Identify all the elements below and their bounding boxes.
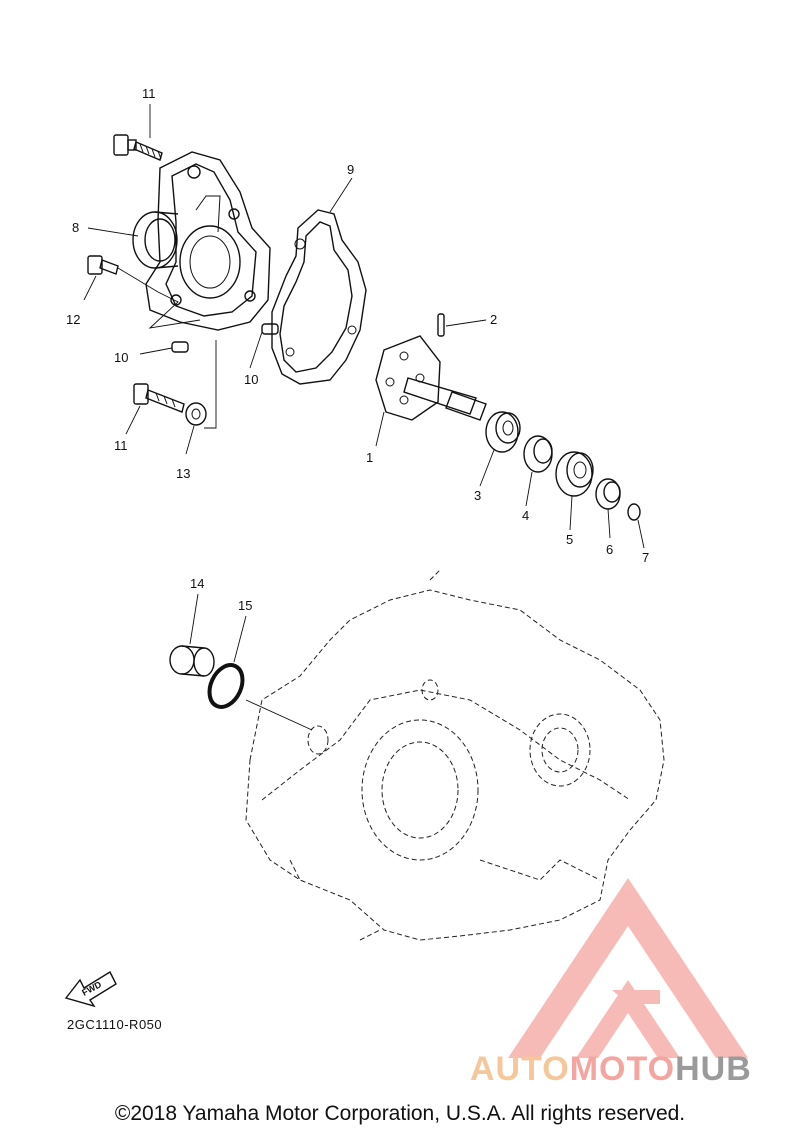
watermark-part-3: HUB [675, 1050, 752, 1088]
callout-15: 15 [238, 598, 252, 613]
callout-10-b: 10 [244, 372, 258, 387]
seal-8 [132, 211, 179, 269]
callout-10-a: 10 [114, 350, 128, 365]
callout-13: 13 [176, 466, 190, 481]
seal-4 [523, 435, 553, 473]
watermark-part-1: AUTO [470, 1050, 570, 1088]
callout-5: 5 [566, 532, 573, 547]
bolt-12 [87, 255, 119, 275]
fwd-label: FWD [80, 979, 103, 998]
water-pump-cover [145, 151, 271, 331]
impeller-shaft-1 [375, 335, 487, 421]
leader-lines [83, 104, 645, 731]
callout-9: 9 [347, 162, 354, 177]
callout-11-a: 11 [142, 86, 156, 101]
callout-11-b: 11 [114, 438, 128, 453]
callout-8: 8 [72, 220, 79, 235]
bolt-11-lower [133, 383, 185, 413]
gasket-9 [271, 209, 367, 385]
callout-6: 6 [606, 542, 613, 557]
callout-4: 4 [522, 508, 529, 523]
bolt-11-upper [113, 134, 163, 161]
callout-1: 1 [366, 450, 373, 465]
callout-2: 2 [490, 312, 497, 327]
watermark-logo-mark [508, 878, 748, 1058]
washer-13 [185, 402, 207, 426]
crankcase [245, 569, 665, 941]
watermark-part-2: MOTO [569, 1050, 676, 1088]
callout-3: 3 [474, 488, 481, 503]
collar-14 [169, 645, 215, 677]
dowel-10-b [261, 323, 279, 335]
callout-12: 12 [66, 312, 80, 327]
callout-14: 14 [190, 576, 204, 591]
watermark-logo-text: AUTOMOTOHUB [470, 1050, 752, 1089]
fwd-arrow-icon: FWD [64, 971, 117, 1008]
bearing-5 [555, 451, 594, 497]
circlip-7 [627, 503, 641, 521]
pin-2 [437, 313, 445, 337]
bearing-3 [485, 411, 521, 453]
o-ring-15 [207, 663, 245, 709]
drawing-code: 2GC1110-R050 [67, 1017, 163, 1032]
dowel-10-a [171, 341, 189, 353]
copyright-notice: ©2018 Yamaha Motor Corporation, U.S.A. A… [114, 1102, 686, 1125]
callout-7: 7 [642, 550, 649, 565]
seal-6 [595, 478, 621, 510]
